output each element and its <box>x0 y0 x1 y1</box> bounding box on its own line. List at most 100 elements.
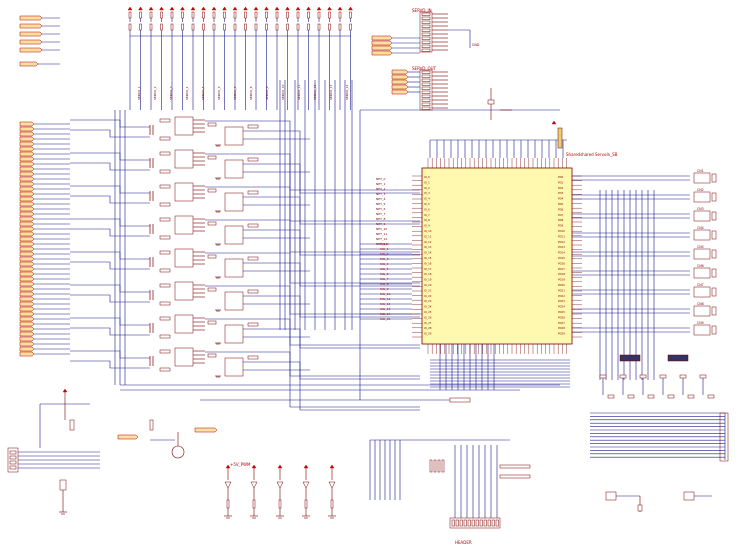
net-text: NET_1 <box>376 182 385 186</box>
ic-pin-text: IO_15 <box>424 256 432 260</box>
net-label <box>19 186 35 192</box>
transistor-array <box>224 291 244 311</box>
net-label <box>19 291 35 297</box>
resistor <box>247 256 259 261</box>
wire <box>70 317 150 326</box>
resistor <box>159 118 171 123</box>
net-label <box>19 256 35 262</box>
sheet-note: Sharedshared ServoIn_SB <box>566 152 618 157</box>
wire <box>70 129 150 138</box>
net-label <box>19 47 43 53</box>
small-connector <box>605 491 617 501</box>
transistor-array <box>174 281 194 301</box>
header-pin <box>421 74 431 78</box>
net-label <box>19 131 35 137</box>
wire <box>205 252 420 315</box>
power-symbol <box>148 6 154 11</box>
resistor <box>233 23 237 31</box>
net-text: SIG_2 <box>380 252 389 256</box>
net-text: SIG_12 <box>380 302 391 306</box>
resistor <box>247 157 259 162</box>
power-symbol <box>253 6 259 11</box>
tiny-text: CN5 <box>697 245 704 249</box>
header-pin <box>421 70 431 74</box>
resistor <box>286 23 289 31</box>
led <box>224 481 232 489</box>
net-label <box>19 201 35 207</box>
net-label <box>19 146 35 152</box>
net-label <box>19 15 43 21</box>
resistor <box>181 23 184 31</box>
ic-pin-text: IO_9 <box>424 224 430 228</box>
net-label <box>19 311 35 317</box>
net-text: NET_6 <box>376 207 385 211</box>
wire <box>70 251 150 260</box>
header-pin <box>421 44 431 48</box>
crystal <box>487 99 495 105</box>
net-text: SIG_8 <box>380 282 389 286</box>
ic-pin-text: IO_6 <box>424 207 430 211</box>
ic-pin-text: IO_27 <box>424 321 432 325</box>
header-pin <box>421 102 431 106</box>
transistor-array <box>224 357 244 377</box>
connector-pin <box>711 268 717 278</box>
ic-pin-text: PD17 <box>558 267 565 271</box>
connector-pin <box>711 192 717 202</box>
transistor-array <box>174 347 194 367</box>
net-label <box>19 331 35 337</box>
resistor <box>139 23 142 31</box>
net-label <box>19 251 35 257</box>
wire <box>243 130 420 194</box>
ic-pin-text: IO_0 <box>424 175 430 179</box>
resistor <box>139 11 142 19</box>
ic-pin-text: PD13 <box>558 245 565 249</box>
power-connector <box>7 447 19 473</box>
connector-pin <box>711 249 717 259</box>
wire <box>205 285 420 346</box>
connector-label-servo-in: SERVO_IN <box>412 8 432 13</box>
ic-pin-text: IO_1 <box>424 180 430 184</box>
header-pin <box>421 94 431 98</box>
vertical-net-text: SERVO_7 <box>233 86 237 100</box>
net-text: SIG_9 <box>380 287 389 291</box>
header-pin <box>421 12 431 16</box>
ic-pin-text: IO_7 <box>424 213 430 217</box>
header-pin <box>483 519 487 527</box>
net-text: NET_13 <box>376 242 387 246</box>
resistor <box>307 11 310 19</box>
resistor <box>317 11 321 19</box>
wire <box>205 318 420 377</box>
resistor <box>244 23 247 31</box>
header-pin <box>421 78 431 82</box>
wire <box>205 351 420 408</box>
vertical-net-text: SERVO_4 <box>185 86 189 100</box>
resistor-network <box>667 354 689 362</box>
net-label <box>19 221 35 227</box>
resistor <box>254 23 258 31</box>
small-connector <box>683 491 695 501</box>
wire <box>243 163 420 225</box>
capacitor <box>59 479 67 491</box>
power-symbol <box>277 464 283 469</box>
resistor <box>69 419 75 431</box>
resistor <box>679 374 687 379</box>
connector-pin <box>711 287 717 297</box>
ic-pin-text: IO_16 <box>424 261 432 265</box>
tiny-text: CN3 <box>697 207 704 211</box>
net-label <box>19 286 35 292</box>
net-text: SIG_13 <box>380 307 391 311</box>
ic-pin-text: PD15 <box>558 256 565 260</box>
connector-label-servo-out: SERVO_OUT <box>412 66 436 71</box>
resistor <box>247 223 259 228</box>
resistor <box>233 11 237 19</box>
power-symbol <box>211 6 217 11</box>
resistor <box>338 11 342 19</box>
resistor <box>159 202 171 207</box>
ic-pin-text: PD10 <box>558 229 565 233</box>
resistor <box>433 459 437 473</box>
ic-pin-text: IO_12 <box>424 240 432 244</box>
net-label <box>19 166 35 172</box>
power-symbol <box>303 464 309 469</box>
net-label <box>19 141 35 147</box>
